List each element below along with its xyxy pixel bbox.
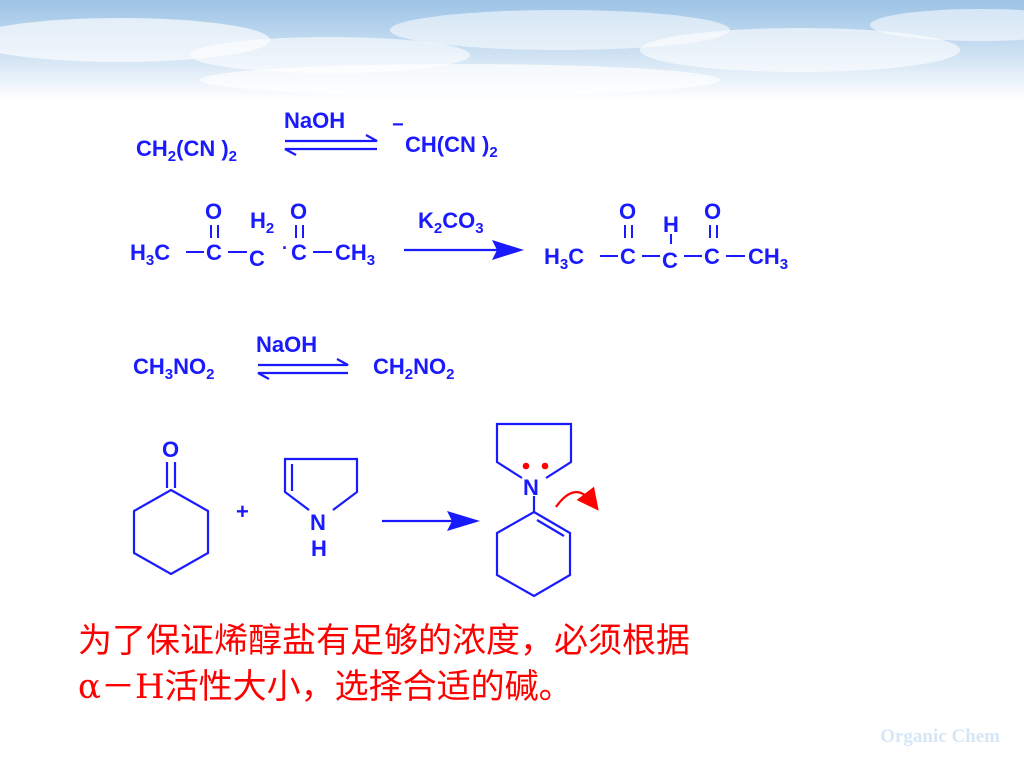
enolate-double-bonds	[624, 225, 718, 238]
carbanion-charge: −	[392, 114, 404, 136]
reaction-arrow-4	[382, 511, 480, 531]
carbonyl-o-right: O	[290, 199, 307, 224]
amine-hydrogen: H	[311, 536, 327, 561]
naoh-reagent-3: NaOH	[256, 332, 317, 357]
enolate-o-right: O	[704, 199, 721, 224]
malononitrile-formula: CH2(CN )2	[136, 136, 237, 165]
enolate-carbon-right: C	[704, 244, 720, 269]
explanation-note: 为了保证烯醇盐有足够的浓度，必须根据 α－H活性大小，选择合适的碱。	[78, 618, 838, 710]
cyclohexanone-structure: O	[132, 437, 210, 576]
enolate-methyl-right: CH3	[748, 244, 788, 273]
reaction-1: CH2(CN )2 NaOH − CH(CN )2	[136, 108, 498, 165]
equilibrium-arrow-3	[257, 358, 349, 380]
equilibrium-arrow-1	[284, 134, 378, 156]
sky-banner	[0, 0, 1024, 100]
single-bonds-product	[600, 234, 745, 257]
note-line-1: 为了保证烯醇盐有足够的浓度，必须根据	[78, 621, 690, 661]
curved-arrow	[555, 486, 599, 511]
methyl-left: H3C	[130, 240, 170, 269]
nitromethane-formula: CH3NO2	[133, 354, 214, 383]
ketone-oxygen: O	[162, 437, 179, 462]
pyrroline-structure: N H	[283, 457, 359, 561]
naoh-reagent-1: NaOH	[284, 108, 345, 133]
reaction-arrow-2	[404, 240, 524, 260]
plus-sign: +	[236, 499, 249, 524]
methyl-right: CH3	[335, 240, 375, 269]
enamine-nitrogen: N	[523, 475, 539, 500]
malononitrile-anion-formula: CH(CN )2	[405, 132, 498, 161]
reaction-3: CH3NO2 NaOH CH2NO2	[133, 332, 454, 383]
reaction-4: O + N H	[132, 422, 599, 598]
carbonyl-carbon-right: C	[291, 240, 307, 265]
enamine-structure: N	[495, 422, 599, 598]
enolate-structure: O O H3C C H C C CH3	[544, 199, 788, 273]
methylene-carbon: C	[249, 246, 265, 271]
bond-dot: ·	[282, 238, 288, 258]
enolate-carbon-mid: C	[662, 248, 678, 273]
nitromethane-anion-formula: CH2NO2	[373, 354, 454, 383]
carbonyl-double-bonds	[210, 225, 304, 238]
amine-nitrogen: N	[310, 510, 326, 535]
enolate-carbon-left: C	[620, 244, 636, 269]
enolate-methyl-left: H3C	[544, 244, 584, 273]
enolate-o-left: O	[619, 199, 636, 224]
enolate-h: H	[663, 212, 679, 237]
methylene-h2: H2	[250, 208, 274, 237]
note-line-2: α－H活性大小，选择合适的碱。	[78, 667, 573, 707]
carbonyl-o-left: O	[205, 199, 222, 224]
lone-pair-dots	[522, 462, 549, 470]
k2co3-reagent: K2CO3	[418, 208, 484, 237]
watermark-text: Organic Chem	[880, 726, 1000, 747]
acetylacetone-structure: O O H3C C H2 C · C CH3	[130, 199, 375, 271]
reaction-2: O O H3C C H2 C · C CH3 K2CO3	[130, 199, 788, 273]
carbonyl-carbon-left: C	[206, 240, 222, 265]
